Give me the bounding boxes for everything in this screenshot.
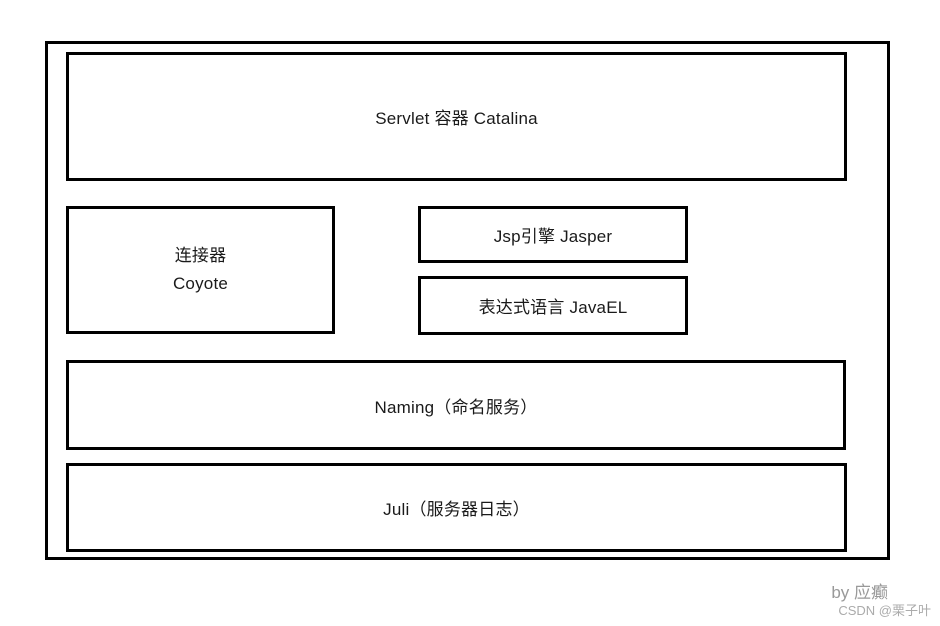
outer-container-box	[45, 41, 890, 560]
catalina-box: Servlet 容器 Catalina	[66, 52, 847, 181]
watermark-csdn: CSDN @栗子叶	[838, 603, 931, 618]
jasper-label: Jsp引擎 Jasper	[493, 227, 613, 246]
coyote-label-line1: 连接器	[174, 246, 227, 265]
coyote-label-line2: Coyote	[172, 274, 229, 293]
juli-box: Juli（服务器日志）	[66, 463, 847, 552]
javael-box: 表达式语言 JavaEL	[418, 276, 688, 335]
jasper-box: Jsp引擎 Jasper	[418, 206, 688, 263]
coyote-box: 连接器 Coyote	[66, 206, 335, 334]
juli-label: Juli（服务器日志）	[383, 500, 530, 519]
javael-label: 表达式语言 JavaEL	[478, 298, 628, 317]
watermark-author: by 应癫	[831, 583, 888, 602]
catalina-label: Servlet 容器 Catalina	[375, 109, 538, 128]
naming-label: Naming（命名服务）	[374, 397, 538, 417]
naming-box: Naming（命名服务）	[66, 360, 846, 450]
